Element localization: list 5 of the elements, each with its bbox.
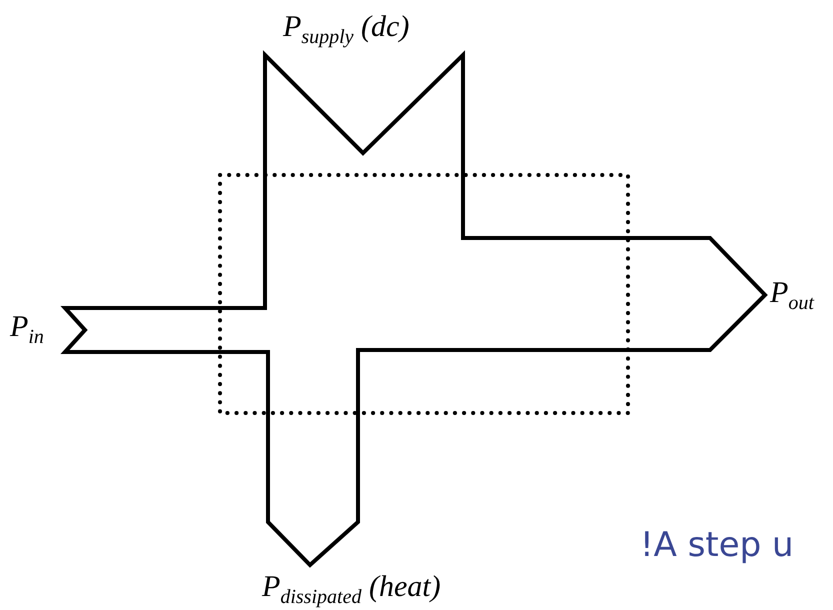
supply-label: P$_{supply}$ (dc) [283,12,410,47]
input-label: P$_{in}$ [10,312,44,347]
note-text: !A step u [640,528,794,562]
output-label: P$_{out}$ [770,278,814,313]
dissipated-label: P$_{dissipated}$ (heat) [262,572,441,607]
